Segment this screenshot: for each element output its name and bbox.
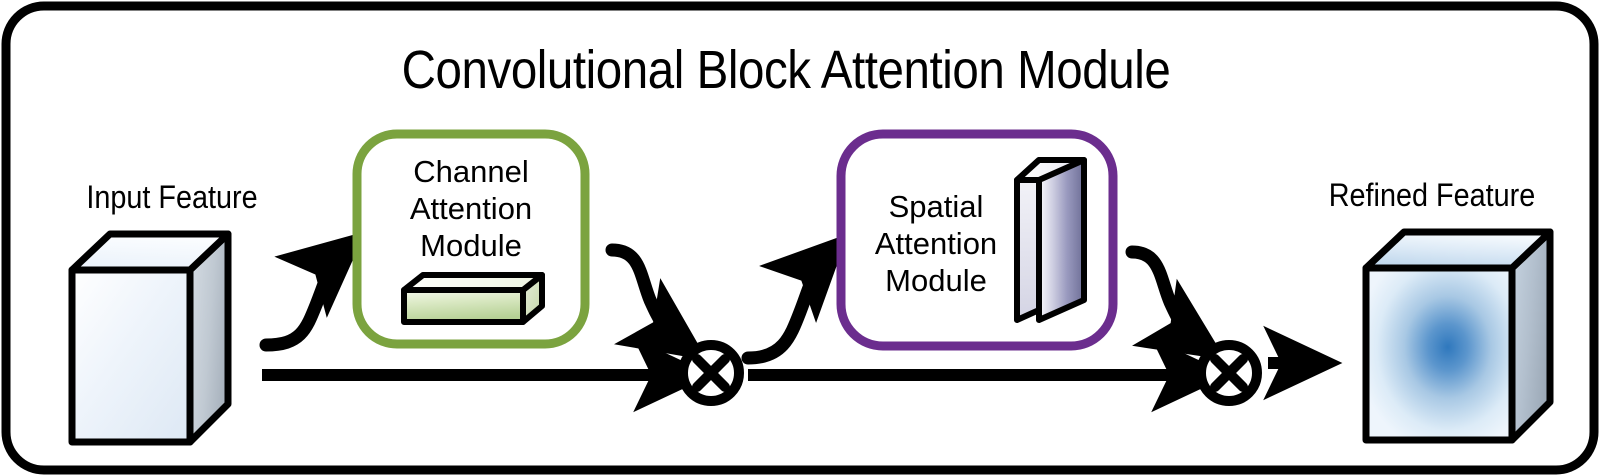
- refined-feature-cube-icon: [1362, 228, 1554, 444]
- channel-attention-module-label-line-3: Module: [420, 228, 522, 263]
- multiply-operator-1: [678, 340, 744, 406]
- input-feature-cube-icon: [68, 230, 232, 446]
- refined-feature-node: Refined Feature: [1329, 178, 1554, 444]
- spatial-attention-module-node[interactable]: Spatial Attention Module: [836, 129, 1118, 351]
- multiply-operator-2: [1196, 340, 1262, 406]
- page-title: Convolutional Block Attention Module: [402, 39, 1171, 100]
- channel-attention-module-label-line-2: Attention: [410, 191, 532, 226]
- edge-spatial-to-multiply2: [1125, 245, 1226, 360]
- spatial-attention-module-label-line-3: Module: [885, 263, 987, 298]
- channel-attention-module-label-line-1: Channel: [413, 154, 528, 189]
- input-feature-label: Input Feature: [86, 180, 257, 216]
- edge-input-to-channel: [259, 231, 366, 352]
- refined-feature-label: Refined Feature: [1329, 178, 1535, 214]
- spatial-attention-module-label-line-1: Spatial: [889, 189, 984, 224]
- spatial-attention-module-label-line-2: Attention: [875, 226, 997, 261]
- spatial-map-3d-slab-icon: [1014, 157, 1087, 323]
- channel-vector-3d-bar-icon: [401, 272, 545, 325]
- channel-attention-module-node[interactable]: Channel Attention Module: [352, 129, 590, 349]
- input-feature-node: Input Feature: [68, 180, 258, 446]
- edge-multiply1-to-spatial: [741, 233, 849, 365]
- edge-channel-to-multiply1: [605, 243, 708, 361]
